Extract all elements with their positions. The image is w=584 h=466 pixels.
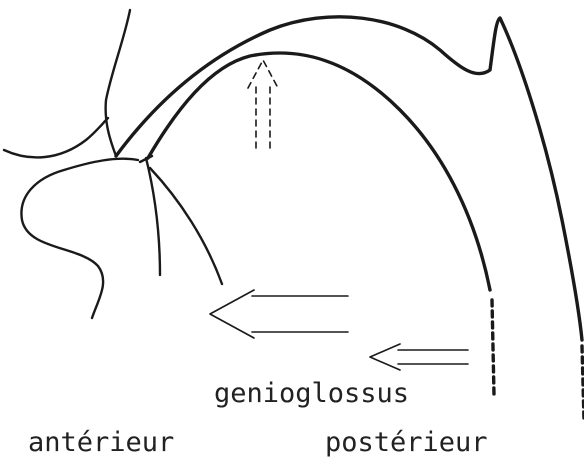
anterior-label: antérieur [28, 429, 174, 456]
muscle-label: genioglossus [214, 380, 409, 407]
raising-arrow [248, 60, 278, 148]
posterior-pull-arrow [370, 344, 468, 370]
tongue-root-dashed [492, 300, 494, 395]
anterior-pull-arrow [210, 290, 348, 338]
upper-teeth-line [4, 118, 108, 157]
upper-lip-profile [106, 10, 130, 156]
posterior-label: postérieur [325, 429, 488, 456]
lower-lip-profile [21, 159, 138, 318]
lower-incisor [140, 156, 160, 275]
palate-contour [116, 17, 582, 340]
tongue-dorsum [148, 53, 490, 290]
